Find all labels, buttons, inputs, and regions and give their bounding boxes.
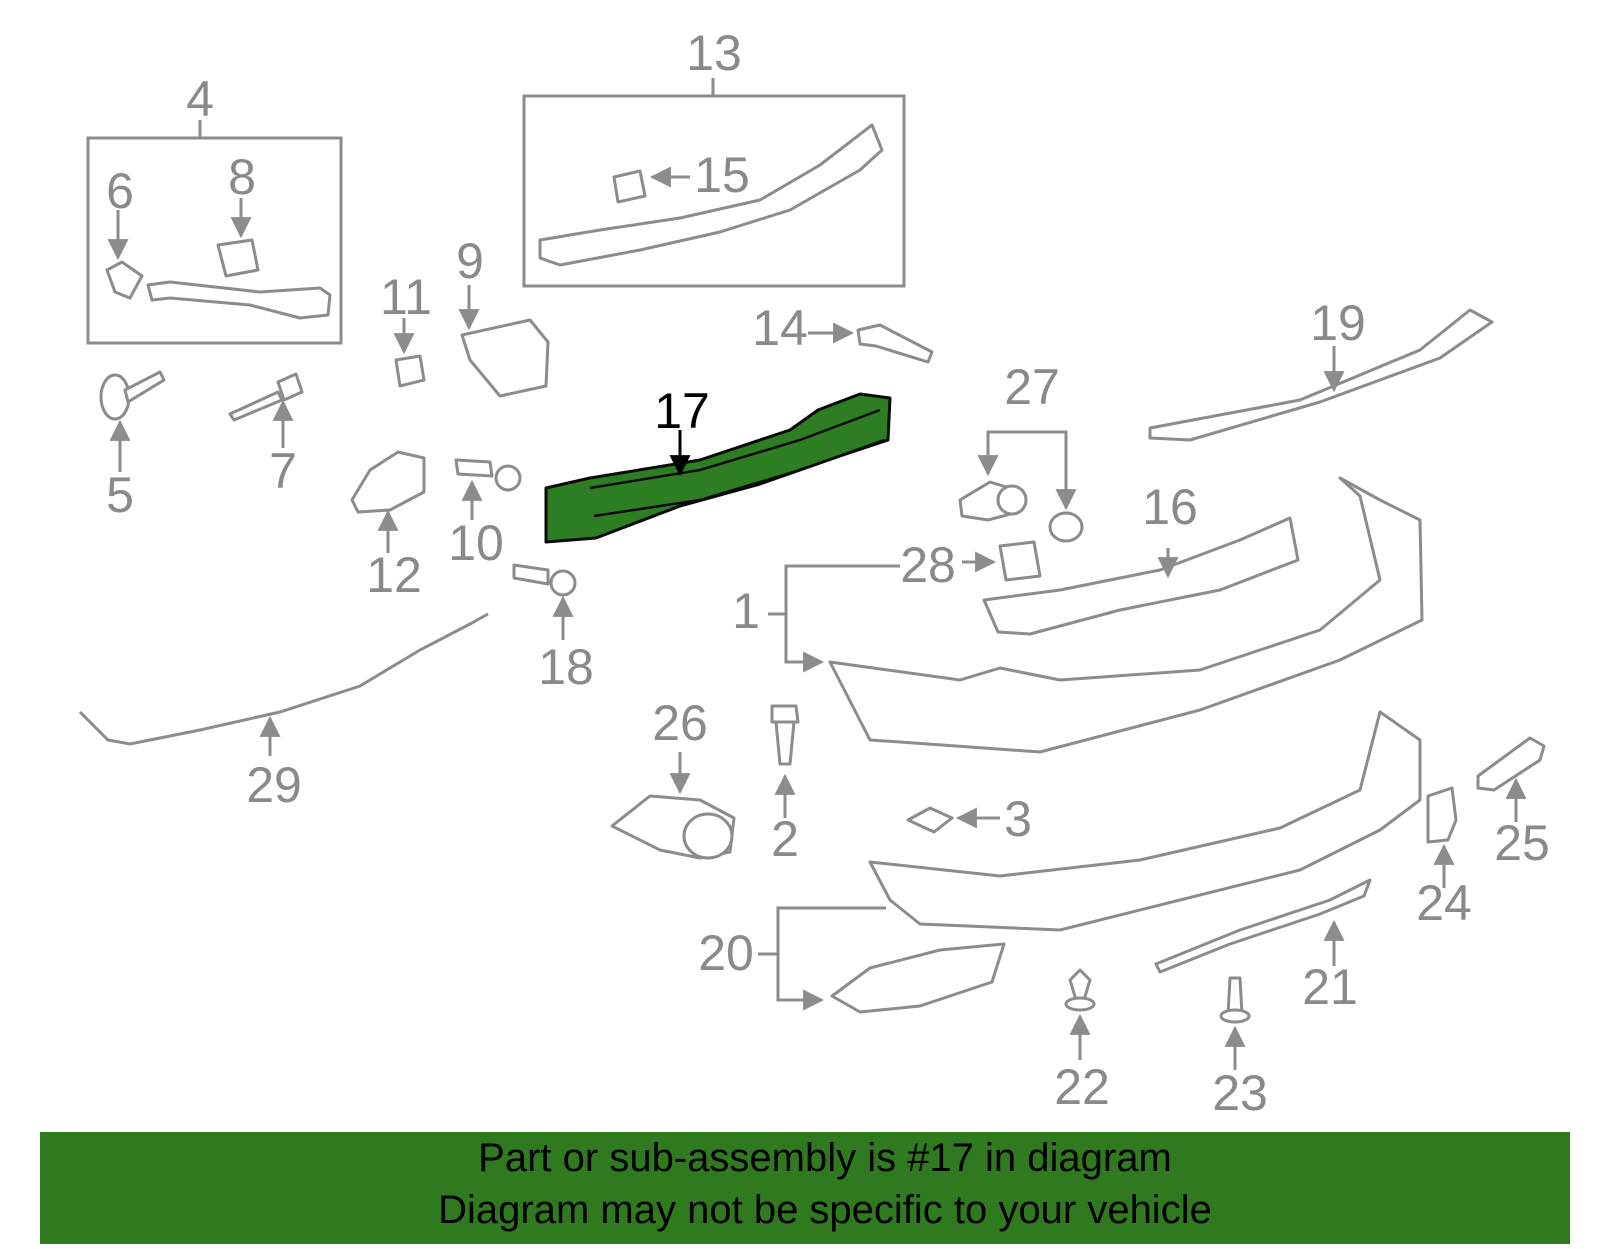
callout-28: 28 <box>900 537 956 593</box>
part-9-bracket <box>458 285 550 398</box>
part-3-clip <box>906 806 1000 834</box>
callout-22: 22 <box>1054 1059 1110 1115</box>
part-13-bracket <box>538 123 884 267</box>
callout-13: 13 <box>686 25 742 81</box>
callout-11: 11 <box>380 269 432 325</box>
part-11-nut <box>393 318 426 388</box>
part-4-bracket <box>146 280 332 320</box>
part-8-pad <box>216 238 260 278</box>
part-25-bracket <box>1476 736 1546 822</box>
part-2-bolt <box>770 704 800 818</box>
callout-23: 23 <box>1212 1065 1268 1121</box>
callout-7: 7 <box>269 443 297 499</box>
part-15-pad <box>612 169 647 204</box>
callout-1: 1 <box>732 583 760 639</box>
part-16-absorber <box>982 516 1300 636</box>
callout-15: 15 <box>694 147 750 203</box>
callout-17[interactable]: 17 <box>654 383 710 439</box>
part-22-clip <box>1064 968 1096 1060</box>
part-17-reinforcement[interactable] <box>544 392 892 544</box>
part-1-fascia <box>768 476 1424 754</box>
part-6-clip <box>105 260 144 300</box>
callout-25: 25 <box>1494 815 1550 871</box>
callout-24: 24 <box>1416 875 1472 931</box>
callout-5: 5 <box>106 467 134 523</box>
callout-18: 18 <box>538 639 594 695</box>
callout-16: 16 <box>1142 479 1198 535</box>
callout-12: 12 <box>366 547 422 603</box>
callout-20: 20 <box>698 925 754 981</box>
callout-8: 8 <box>228 149 256 205</box>
parts-diagram: 1 2 3 4 5 6 7 8 9 10 11 12 13 14 15 16 1… <box>78 25 1550 1121</box>
callout-26: 26 <box>652 695 708 751</box>
callout-9: 9 <box>456 233 484 289</box>
part-7-rivet <box>228 372 304 448</box>
part-26-bezel <box>610 752 736 860</box>
part-20-lower-fascia <box>758 710 1422 1014</box>
callout-27: 27 <box>1004 359 1060 415</box>
part-5-screw <box>99 370 166 472</box>
callout-2: 2 <box>771 811 799 867</box>
part-29-harness <box>78 612 489 756</box>
part-24-bracket <box>1426 786 1458 888</box>
part-14-clip <box>808 322 934 364</box>
part-12-bracket <box>350 450 426 553</box>
callout-29: 29 <box>246 757 302 813</box>
part-18-bolt <box>512 563 577 640</box>
callout-4: 4 <box>186 71 214 127</box>
banner-line-1: Part or sub-assembly is #17 in diagram <box>478 1136 1172 1180</box>
group-box-13 <box>522 78 906 288</box>
callout-6: 6 <box>106 163 134 219</box>
part-28-pad <box>962 540 1042 582</box>
banner-line-2: Diagram may not be specific to your vehi… <box>438 1188 1212 1232</box>
callout-21: 21 <box>1302 959 1358 1015</box>
part-19-strip <box>1148 308 1494 442</box>
callout-14: 14 <box>752 300 808 356</box>
part-21-trim <box>1154 878 1372 974</box>
info-banner: Part or sub-assembly is #17 in diagram D… <box>40 1132 1570 1244</box>
part-10-bolt <box>454 458 522 520</box>
group-box-4 <box>86 120 343 345</box>
callout-10: 10 <box>448 515 504 571</box>
callout-3: 3 <box>1004 791 1032 847</box>
part-23-screw <box>1219 976 1251 1070</box>
callout-19: 19 <box>1310 295 1366 351</box>
part-27-sensors <box>958 430 1084 543</box>
